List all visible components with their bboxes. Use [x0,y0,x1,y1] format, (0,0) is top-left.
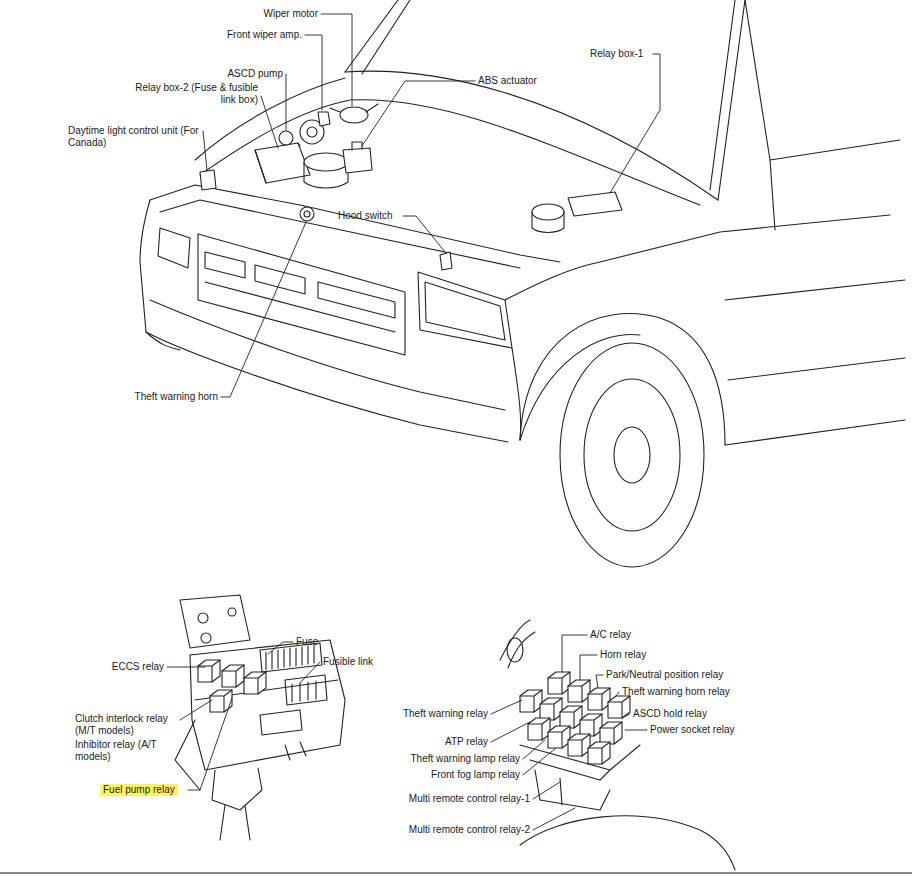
part-label: ECCS relay [112,661,164,673]
part-label: Clutch interlock relay (M/T models) [75,713,179,737]
part-label: Theft warning horn relay [622,686,730,698]
part-label: Relay box-1 [590,48,643,60]
part-label: ATP relay [445,736,488,748]
part-label: Inhibitor relay (A/T models) [75,739,179,763]
part-label: Front wiper amp. [227,29,302,41]
part-label: Power socket relay [650,724,734,736]
part-label: Front fog lamp relay [431,769,520,781]
part-label: Theft warning horn [135,391,218,403]
part-label: Park/Neutral position relay [606,669,723,681]
part-label: Multi remote control relay-2 [409,824,530,836]
part-label: Horn relay [600,649,646,661]
part-label: A/C relay [590,629,631,641]
part-label: Fuse [296,636,318,648]
part-label: ABS actuator [478,75,537,87]
part-label: ASCD hold relay [633,708,707,720]
part-label: Daytime light control unit (For Canada) [68,125,202,149]
highlighted-part-label: Fuel pump relay [100,784,178,796]
part-label: Relay box-2 (Fuse & fusible link box) [126,82,258,106]
part-label: Theft warning lamp relay [411,753,521,765]
part-label: Hood switch [338,210,392,222]
part-label: Theft warning relay [403,708,488,720]
part-label: Multi remote control relay-1 [409,793,530,805]
part-label: ASCD pump [227,68,283,80]
part-label: Wiper motor [264,8,318,20]
part-label: Fusible link [323,656,373,668]
